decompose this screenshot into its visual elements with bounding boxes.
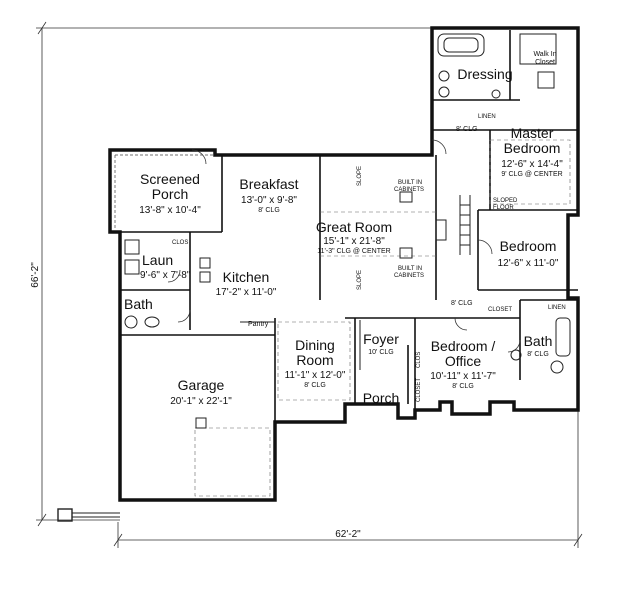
porch-name: Porch <box>363 390 400 406</box>
built-in-lower-1: BUILT IN <box>398 266 422 272</box>
office-line1: Bedroom / <box>431 338 496 354</box>
bedroom-size: 12'-6" x 11'-0" <box>498 258 559 269</box>
breakfast-ceiling: 8' CLG <box>258 207 280 214</box>
dining-room-size: 11'-1" x 12'-0" <box>285 370 346 381</box>
laundry-name: Laun <box>142 252 173 268</box>
dining-room-line1: Dining <box>295 337 335 353</box>
bath-left-name: Bath <box>124 296 153 312</box>
master-bedroom-line1: Master <box>511 125 554 141</box>
fixtures <box>57 33 571 522</box>
foyer-ceiling: 10' CLG <box>368 349 393 356</box>
built-in-lower-2: CABINETS <box>394 273 424 279</box>
bedroom-name: Bedroom <box>500 238 557 254</box>
foyer-name: Foyer <box>363 331 399 347</box>
walk-in-closet-line2: Closet <box>535 59 555 66</box>
great-room-name: Great Room <box>316 219 392 235</box>
great-room-ceiling: 11'-3" CLG @ CENTER <box>317 248 390 255</box>
overall-depth-dimension: 66'-2" <box>30 262 41 288</box>
foyer-closet-note: CLOS <box>416 352 422 368</box>
master-bedroom-line2: Bedroom <box>504 140 561 156</box>
screened-porch-line1: Screened <box>140 171 200 187</box>
interior-walls <box>120 30 578 422</box>
sloped-floor-1: SLOPED <box>493 198 518 204</box>
pantry-note: Pantry <box>248 321 269 328</box>
screened-porch-line2: Porch <box>152 186 189 202</box>
lower-hall-ceiling-note: 8' CLG <box>451 300 473 307</box>
dressing-name: Dressing <box>457 66 512 82</box>
screened-porch-size: 13'-8" x 10'-4" <box>139 205 201 216</box>
kitchen-size: 17'-2" x 11'-0" <box>216 287 277 298</box>
linen-upper-note: LINEN <box>478 114 496 120</box>
office-ceiling: 8' CLG <box>452 383 474 390</box>
garage-name: Garage <box>178 377 225 393</box>
breakfast-name: Breakfast <box>239 176 298 192</box>
hall-ceiling-note: 8' CLG <box>456 126 478 133</box>
master-bedroom-ceiling: 9' CLG @ CENTER <box>501 171 562 178</box>
hall-closet-note: CLOSET <box>488 307 512 313</box>
walk-in-closet-line1: Walk In <box>533 51 556 58</box>
dimension-lines <box>36 21 583 548</box>
bath-right-name: Bath <box>524 333 553 349</box>
dining-room-line2: Room <box>296 352 333 368</box>
office-size: 10'-11" x 11'-7" <box>430 371 496 382</box>
office-line2: Office <box>445 353 482 369</box>
built-in-upper-2: CABINETS <box>394 187 424 193</box>
dining-room-ceiling: 8' CLG <box>304 382 326 389</box>
built-in-upper-1: BUILT IN <box>398 180 422 186</box>
laundry-size: 9'-6" x 7'-8" <box>140 270 191 281</box>
slope-lower-note: SLOPE <box>357 270 363 290</box>
foyer-closet-lower-note: CLOSET <box>416 378 422 402</box>
kitchen-name: Kitchen <box>223 269 270 285</box>
bath-right-ceiling: 8' CLG <box>527 351 549 358</box>
ceiling-dashes <box>194 139 571 497</box>
screen-lines <box>114 154 215 228</box>
linen-lower-note: LINEN <box>548 305 566 311</box>
great-room-size: 15'-1" x 21'-8" <box>323 236 385 247</box>
laundry-closet-note: CLOS <box>172 240 188 246</box>
sloped-floor-2: FLOOR <box>493 205 514 211</box>
breakfast-size: 13'-0" x 9'-8" <box>241 195 297 206</box>
door-swings <box>167 139 521 353</box>
master-bedroom-size: 12'-6" x 14'-4" <box>501 159 563 170</box>
slope-upper-note: SLOPE <box>357 166 363 186</box>
garage-size: 20'-1" x 22'-1" <box>170 396 232 407</box>
overall-width-dimension: 62'-2" <box>335 529 361 540</box>
